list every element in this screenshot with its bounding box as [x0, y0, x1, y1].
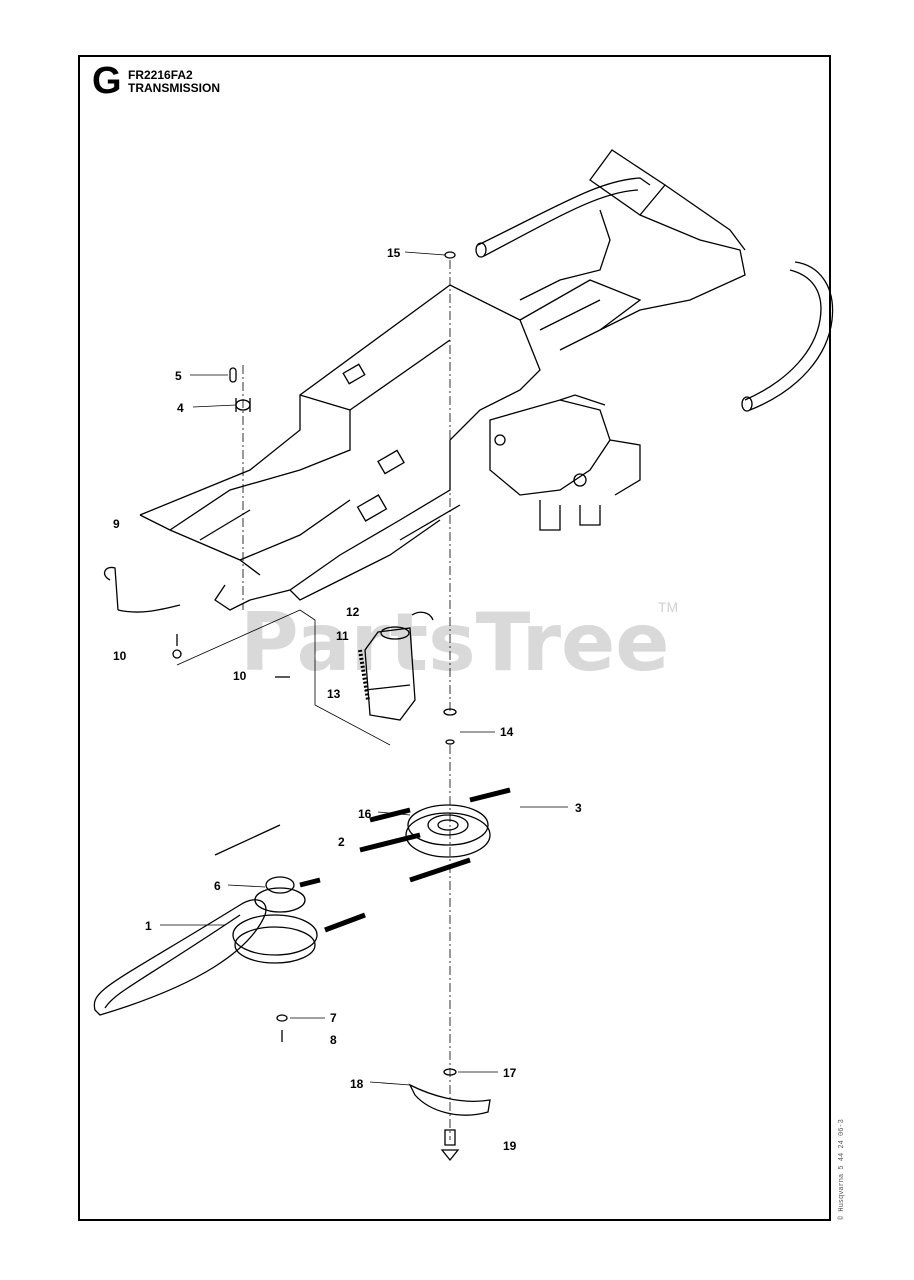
diagram-title: TRANSMISSION	[128, 81, 221, 95]
callout-16: 16	[358, 807, 372, 821]
callout-6: 6	[214, 879, 221, 893]
assembly-center-lines	[176, 260, 451, 1140]
callout-12: 12	[346, 605, 360, 619]
callout-8-label: 8	[330, 1033, 337, 1047]
model-number: FR2216FA2	[128, 68, 193, 82]
section-letter: G	[92, 60, 122, 102]
callout-13: 13	[327, 687, 341, 701]
diagram-frame	[78, 55, 831, 1221]
callout-4: 4	[177, 401, 184, 415]
callout-18: 18	[350, 1077, 364, 1091]
callout-17: 17	[503, 1066, 517, 1080]
callout-15: 15	[387, 246, 401, 260]
watermark: PartsTree	[240, 596, 670, 689]
bracket-assembly	[358, 611, 434, 721]
callout-2: 2	[338, 835, 345, 849]
callout-1: 1	[145, 919, 152, 933]
callout-leaders	[160, 251, 568, 1086]
callout-3: 3	[575, 801, 582, 815]
callout-14: 14	[500, 725, 514, 739]
callout-11: 11	[336, 629, 349, 643]
callout-10-second: 10	[233, 669, 247, 683]
callout-7: 7	[330, 1011, 337, 1025]
belt-pulley-assembly	[93, 787, 511, 1016]
callout-10: 10	[113, 649, 127, 663]
callout-19: 19	[503, 1139, 517, 1153]
watermark-trademark: TM	[658, 599, 678, 615]
callout-5: 5	[175, 369, 182, 383]
frame-chassis	[103, 149, 834, 613]
callout-9: 9	[113, 517, 120, 531]
document-reference: © Husqvarna 5 44 24 06-3	[838, 1119, 846, 1220]
